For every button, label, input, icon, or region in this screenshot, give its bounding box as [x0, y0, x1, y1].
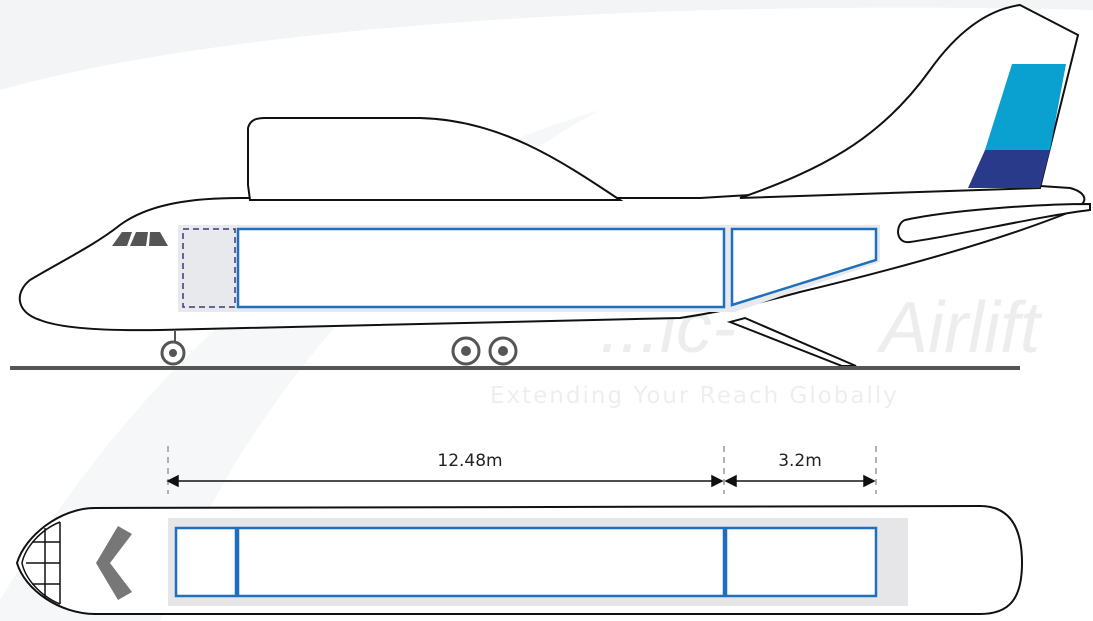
top-ramp-deck [724, 526, 878, 598]
ground-line [10, 366, 1020, 370]
top-main-deck [236, 526, 726, 598]
top-nose-section [174, 526, 238, 598]
horizontal-stabilizer [897, 202, 1091, 244]
watermark-brand: Airlift [876, 288, 1043, 368]
tail-stripe-light [985, 64, 1066, 150]
side-ramp-deck [730, 227, 878, 307]
dimension-guides [167, 446, 877, 494]
cockpit-top-windows [96, 526, 132, 600]
main-deck-length-label: 12.48m [437, 451, 502, 471]
nose-cone-frame-icon [21, 521, 61, 605]
dimension-arrows [166, 474, 876, 488]
wing-fairing [247, 117, 624, 201]
rear-ramp [726, 316, 857, 367]
background-swoosh [0, 0, 1093, 90]
background-swoosh-lower [0, 110, 600, 621]
tail-stripe-dark [968, 150, 1050, 188]
side-main-deck [236, 227, 726, 309]
landing-gear-wheel-icon [160, 331, 518, 366]
cockpit-windows-icon [112, 232, 168, 246]
side-nose-door [182, 228, 236, 308]
watermark-tagline: Extending Your Reach Globally [490, 383, 899, 409]
ramp-length-label: 3.2m [778, 451, 822, 471]
